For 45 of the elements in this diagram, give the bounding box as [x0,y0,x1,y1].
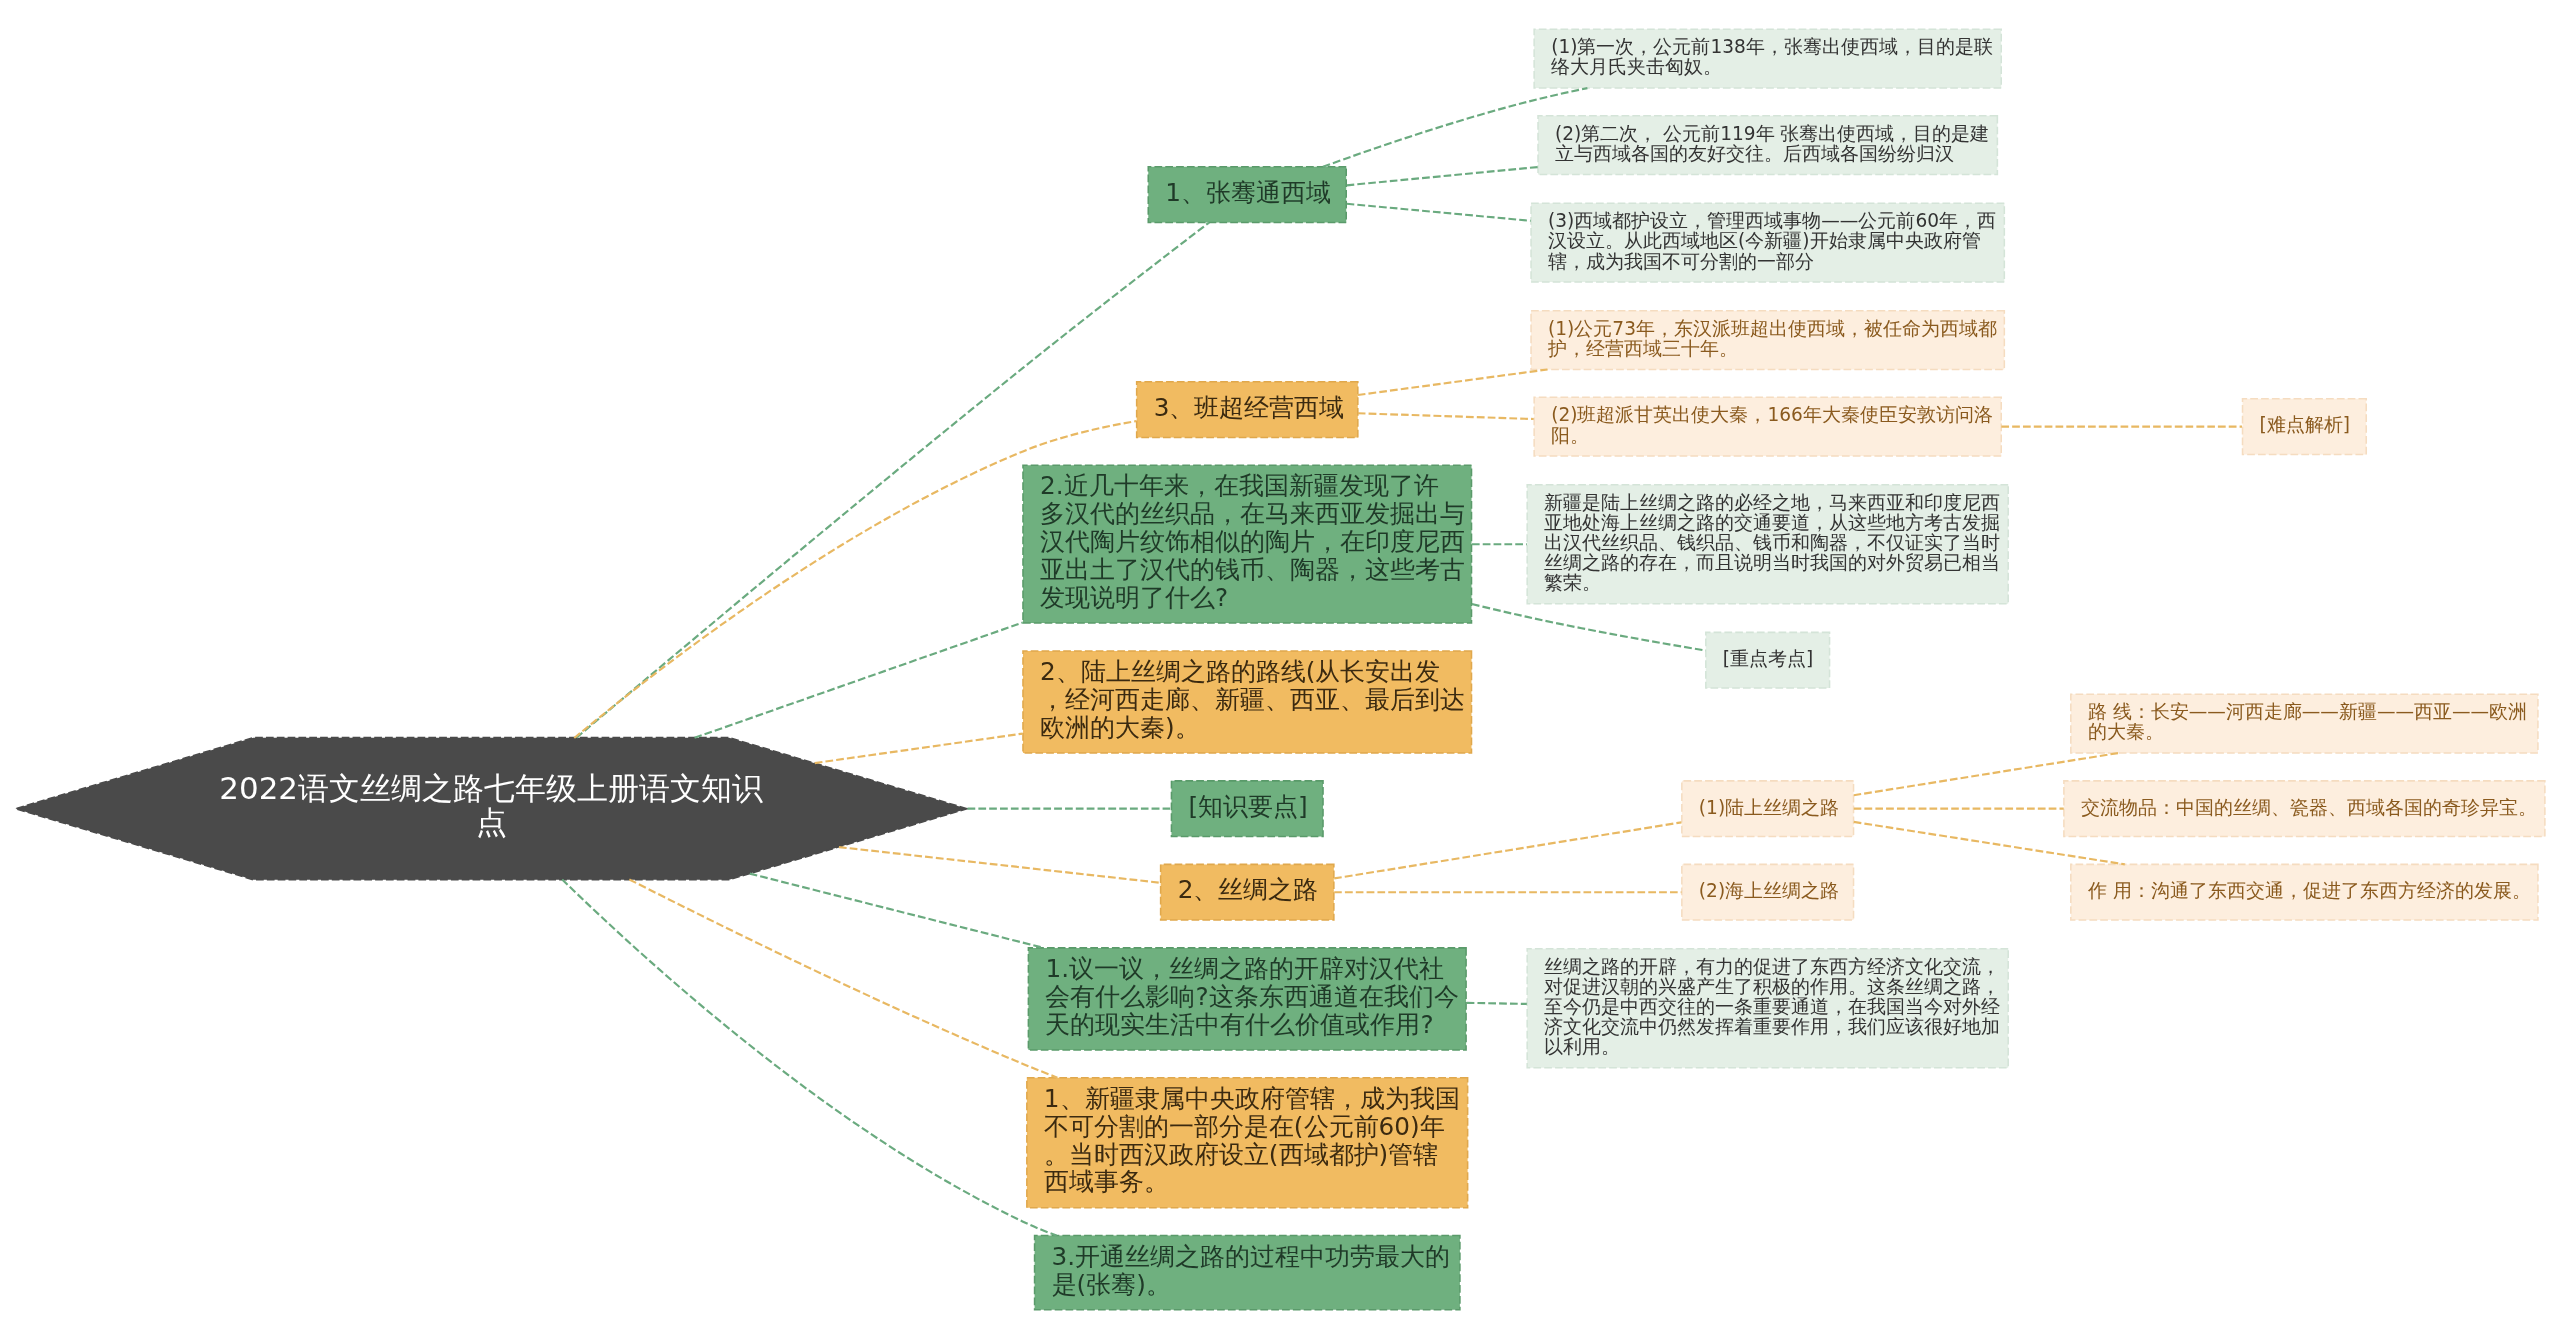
node-box: (2)海上丝绸之路 [1681,863,1855,921]
node-box: (2)班超派甘英出使大秦，166年大秦使臣安敦访问洛阳。 [1533,396,2002,457]
node-box: 2、陆上丝绸之路的路线(从长安出发，经河西走廊、新疆、西亚、最后到达欧洲的大秦)。 [1022,649,1473,754]
connector [838,845,1161,884]
node-box: 1.议一议，丝绸之路的开辟对汉代社会有什么影响?这条东西通道在我们今天的现实生活中有什么价值或作用? [1027,946,1467,1051]
connector [694,621,1024,739]
node-box: [难点解析] [2241,397,2367,455]
connector [575,221,1210,738]
connector [1346,202,1531,222]
connector [1466,1001,1527,1005]
node-box: 1、新疆隶属中央政府管辖，成为我国不可分割的一部分是在(公元前60)年。当时西汉政府设立(西域都护)管辖西域事务。 [1026,1076,1469,1208]
connector [573,419,1137,739]
node-box: 作 用：沟通了东西交通，促进了东西方经济的发展。 [2070,863,2539,921]
node-box: (2)第二次， 公元前119年 张骞出使西域，目的是建立与西域各国的友好交往。后西域各国纷纷归汉 [1537,114,1999,175]
connector [1853,820,2125,865]
node-box: 3、班超经营西域 [1135,380,1359,438]
connector [967,807,1172,810]
node-box: 交流物品：中国的丝绸、瓷器、西域各国的奇珍异宝。 [2063,779,2546,837]
connector [1853,807,2064,810]
node-box: 新疆是陆上丝绸之路的必经之地，马来西亚和印度尼西亚地处海上丝绸之路的交通要道，从这些地方考古发掘出汉代丝织品、钱织品、钱币和陶器，不仅证实了当时丝绸之路的存在，而且说明当时我国的对外贸易已相当繁荣。 [1526,483,2009,605]
connector [1322,86,1588,168]
node-box: [重点考点] [1705,631,1831,689]
node-box: 2、丝绸之路 [1159,863,1335,921]
connector [1357,411,1534,420]
node-box: [知识要点] [1170,779,1324,837]
node-box: (1)陆上丝绸之路 [1681,779,1855,837]
node-box: 2.近几十年来，在我国新疆发现了许多汉代的丝织品，在马来西亚发掘出与汉代陶片纹饰相似的陶片，在印度尼西亚出土了汉代的钱币、陶器，这些考古发现说明了什么? [1022,464,1473,624]
connector [561,878,1057,1237]
node-box: 1、张骞通西域 [1147,165,1347,223]
node-box: 路 线：长安——河西走廊——新疆——西亚——欧洲的大秦。 [2070,692,2539,754]
connector [1471,542,1527,545]
node-box: (1)公元73年，东汉派班超出使西域，被任命为西域都护，经营西域三十年。 [1530,309,2006,370]
connector [749,872,1044,949]
connector [628,878,1058,1079]
node-box: 3.开通丝绸之路的过程中功劳最大的是(张骞)。 [1033,1234,1461,1311]
node-box: 丝绸之路的开辟，有力的促进了东西方经济文化交流，对促进汉朝的兴盛产生了积极的作用。这条丝绸之路，至今仍是中西交往的一条重要通道，在我国当今对外经济文化交流中仍然发挥着重要作用，我们应该很好地加以利用。 [1526,947,2009,1069]
connector [1357,367,1548,396]
connector [1346,165,1538,186]
connector [1471,602,1706,652]
connector [1334,820,1682,879]
node-box: (1)第一次，公元前138年，张骞出使西域，目的是联络大月氏夹击匈奴。 [1533,27,2002,89]
connector [2001,425,2243,428]
connector [814,732,1023,764]
connector [1853,751,2119,796]
node-box: (3)西域都护设立，管理西域事物——公元前60年，西汉设立。从此西域地区(今新疆)开始隶属中央政府管辖，成为我国不可分割的一部分 [1530,201,2006,283]
